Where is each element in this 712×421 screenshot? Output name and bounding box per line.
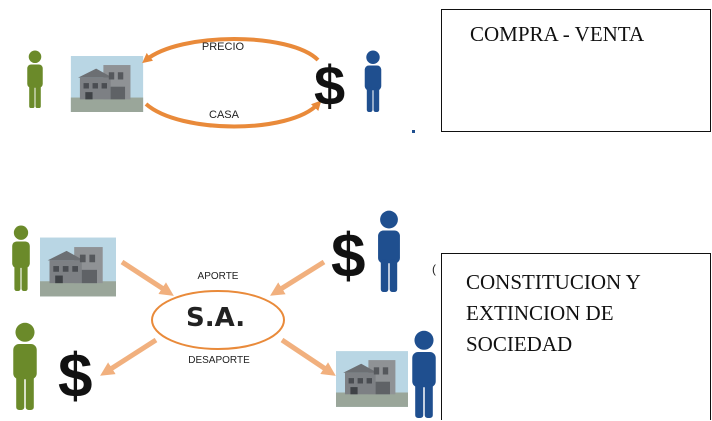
- desaporte-label: DESAPORTE: [188, 355, 250, 366]
- small-marker: [412, 130, 415, 133]
- casa-arrow: [144, 100, 322, 129]
- compra-venta-box: COMPRA - VENTA: [441, 9, 711, 132]
- sa-label: S.A.: [186, 303, 246, 333]
- house-contribution-icon: [40, 237, 116, 297]
- aporte-arrow-left: [120, 259, 174, 296]
- desaporte-arrow-left: [100, 337, 158, 376]
- casa-label: CASA: [209, 109, 239, 121]
- dollar-return-symbol: $: [58, 342, 93, 411]
- constitucion-line3: SOCIEDAD: [466, 332, 573, 356]
- partner-left-person-icon: [12, 225, 30, 291]
- partner-right-person-icon: [378, 210, 400, 292]
- dollar-symbol: $: [314, 54, 346, 117]
- compra-venta-title: COMPRA - VENTA: [470, 22, 645, 46]
- house-return-icon: [336, 351, 408, 407]
- partner-exit-left-person-icon: [13, 322, 37, 410]
- precio-arrow: [142, 37, 320, 64]
- precio-label: PRECIO: [201, 41, 245, 53]
- sa-ellipse: [151, 290, 285, 350]
- house-icon: [70, 56, 144, 112]
- partner-exit-right-person-icon: [412, 330, 436, 418]
- aporte-arrow-right: [270, 259, 326, 296]
- dollar-contribution-symbol: $: [331, 222, 366, 291]
- seller-person-icon: [364, 50, 382, 112]
- constitucion-line2: EXTINCION DE: [466, 301, 614, 325]
- aporte-label: APORTE: [197, 271, 239, 282]
- constitucion-box: CONSTITUCION Y EXTINCION DE SOCIEDAD: [441, 253, 711, 420]
- partial-text: (: [432, 262, 436, 276]
- constitucion-line1: CONSTITUCION Y: [466, 270, 641, 294]
- buyer-person-icon: [27, 50, 43, 108]
- desaporte-arrow-right: [280, 337, 336, 376]
